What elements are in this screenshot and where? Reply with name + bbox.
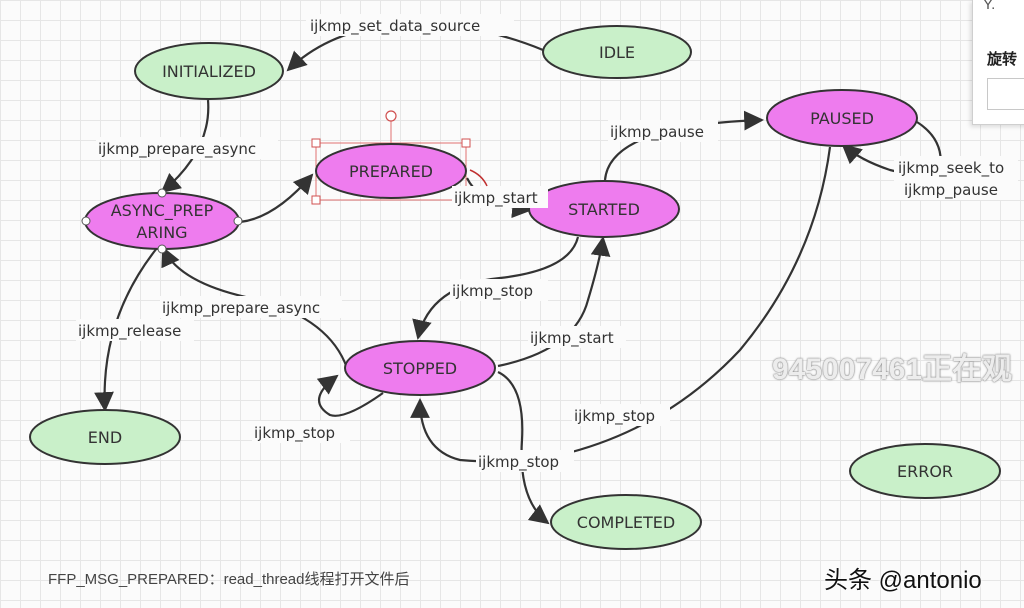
node-async-preparing-label-2: ARING xyxy=(136,223,187,242)
edge-label-stop-completed: ijkmp_stop xyxy=(478,453,559,472)
node-prepared[interactable] xyxy=(315,143,467,199)
edge-label-start-prepared: ijkmp_start xyxy=(454,189,538,208)
footer-note: FFP_MSG_PREPARED：read_thread线程打开文件后 xyxy=(48,571,410,588)
edge-label-stop-paused: ijkmp_stop xyxy=(574,407,655,426)
node-end-label: END xyxy=(88,428,122,447)
edge-label-stop-started: ijkmp_stop xyxy=(452,282,533,301)
node-async-preparing-label-1: ASYNC_PREP xyxy=(111,201,214,221)
edge-label-seek-to-2: ijkmp_pause xyxy=(904,181,998,200)
node-end[interactable] xyxy=(29,409,181,465)
node-initialized-label: INITIALIZED xyxy=(162,62,256,81)
rotation-input[interactable] xyxy=(987,78,1024,110)
resize-handle[interactable] xyxy=(311,138,321,148)
node-started[interactable] xyxy=(528,180,680,238)
resize-handle[interactable] xyxy=(311,195,321,205)
viewer-watermark: 945007461正在观 xyxy=(772,353,1013,386)
edge-label-seek-to-1: ijkmp_seek_to xyxy=(898,159,1004,178)
node-started-label: STARTED xyxy=(568,200,640,219)
edge-async-to-prepared xyxy=(239,173,314,224)
node-error[interactable] xyxy=(849,443,1001,499)
edge-label-prepare-async-2: ijkmp_prepare_async xyxy=(162,299,320,318)
node-prepared-label: PREPARED xyxy=(349,162,433,181)
edge-started-to-stopped xyxy=(412,236,580,340)
node-idle[interactable] xyxy=(542,25,692,79)
rotate-handle[interactable] xyxy=(385,110,397,122)
edge-stopped-to-completed xyxy=(497,371,550,525)
node-idle-label: IDLE xyxy=(599,43,635,62)
connection-handles[interactable] xyxy=(81,188,243,254)
node-error-label: ERROR xyxy=(897,462,953,481)
node-stopped-label: STOPPED xyxy=(383,359,457,378)
edge-label-stop-self: ijkmp_stop xyxy=(254,424,335,443)
resize-handle[interactable] xyxy=(461,138,471,148)
panel-top-text: Y. xyxy=(983,0,996,13)
edge-paused-to-stopped xyxy=(559,146,832,457)
edge-label-set-data-source: ijkmp_set_data_source xyxy=(310,17,480,36)
rotation-label: 旋转 xyxy=(987,51,1018,68)
node-paused[interactable] xyxy=(766,89,918,147)
node-initialized[interactable] xyxy=(134,42,284,100)
node-completed[interactable] xyxy=(550,494,702,550)
edge-label-release: ijkmp_release xyxy=(78,322,181,341)
edge-label-pause: ijkmp_pause xyxy=(610,123,704,142)
edge-stopped-to-started xyxy=(497,236,611,368)
edge-stopped-self-loop xyxy=(316,374,384,417)
credit-watermark: 头条 @antonio xyxy=(824,567,982,594)
node-paused-label: PAUSED xyxy=(810,109,874,128)
property-panel: Y. 旋转 xyxy=(972,0,1024,125)
edge-label-start-stopped: ijkmp_start xyxy=(530,329,614,348)
node-completed-label: COMPLETED xyxy=(577,513,675,532)
edge-label-prepare-async-1: ijkmp_prepare_async xyxy=(98,140,256,159)
node-stopped[interactable] xyxy=(344,340,496,396)
cursor-mark xyxy=(469,169,488,187)
